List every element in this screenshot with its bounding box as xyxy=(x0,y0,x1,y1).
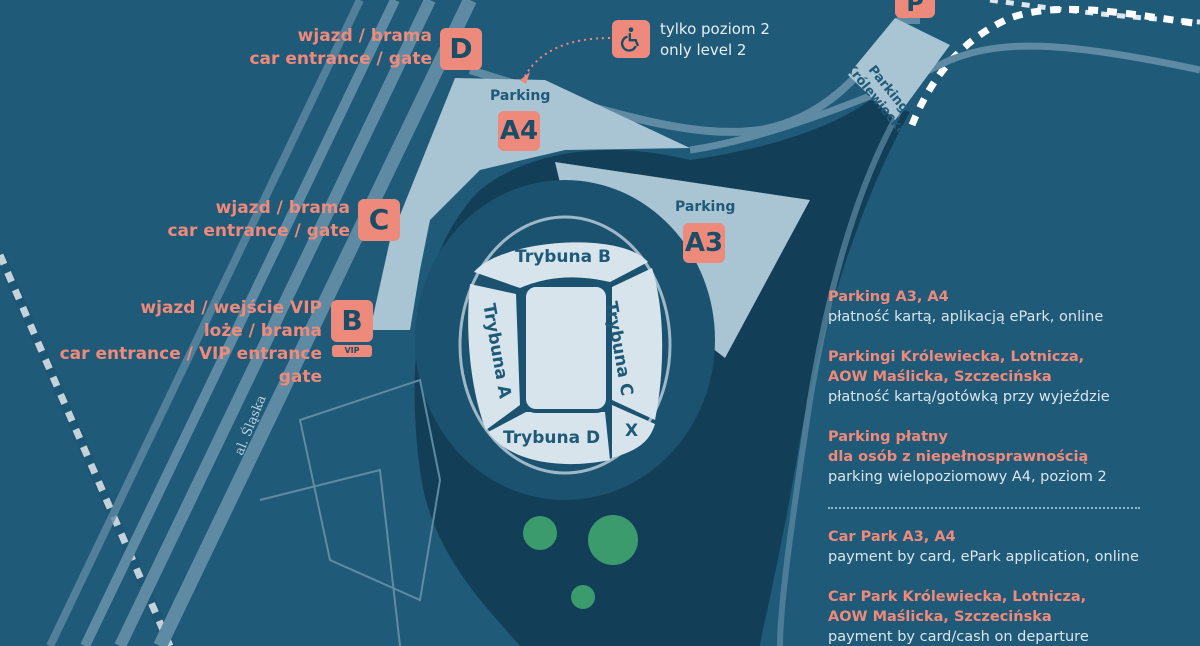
pitch xyxy=(522,283,610,413)
east-road xyxy=(777,108,903,646)
gate-b-vip-tag: VIP xyxy=(332,345,372,357)
gate-c-badge[interactable]: C xyxy=(358,199,400,241)
accessibility-pointer xyxy=(524,37,611,77)
tree-2 xyxy=(588,515,638,565)
gate-c-line-2: car entrance / gate xyxy=(167,221,350,241)
stand-c-shape xyxy=(612,268,663,420)
tree-1 xyxy=(523,516,557,550)
gate-d-line-1: wjazd / brama xyxy=(297,26,432,46)
accessibility-pointer-arrow xyxy=(520,72,530,84)
avenue-3 xyxy=(80,0,400,646)
gate-d-label: wjazd / brama car entrance / gate xyxy=(249,25,432,71)
legend-divider xyxy=(828,507,1140,509)
gate-b-line-1: wjazd / wejście VIP xyxy=(140,298,322,318)
legend-en-2-heading-2: AOW Maślicka, Szczecińska xyxy=(828,609,1052,625)
legend-pl-3-body: parking wielopoziomowy A4, poziom 2 xyxy=(828,469,1107,485)
north-road-2 xyxy=(689,42,1200,154)
gate-d-badge[interactable]: D xyxy=(440,28,482,70)
parking-a4-badge[interactable]: A4 xyxy=(498,111,540,151)
gate-b-badge[interactable]: B xyxy=(331,300,373,342)
legend-pl-3-heading-2: dla osób z niepełnosprawnością xyxy=(828,449,1089,465)
accessibility-note-text: tylko poziom 2 only level 2 xyxy=(660,19,770,61)
legend-pl-1-heading: Parking A3, A4 xyxy=(828,289,949,305)
avenue-1 xyxy=(153,0,477,646)
gate-b-line-4: gate xyxy=(278,367,322,387)
legend-pl-3: Parking płatny dla osób z niepełnosprawn… xyxy=(828,427,1188,487)
stand-x-label[interactable]: X xyxy=(625,421,639,441)
legend-pl-2: Parkingi Królewiecka, Lotnicza, AOW Maśl… xyxy=(828,347,1188,407)
tree-3 xyxy=(571,585,595,609)
stand-b-shape xyxy=(474,242,648,288)
legend-pl-1-body: płatność kartą, aplikacją ePark, online xyxy=(828,309,1104,325)
stand-a-shape xyxy=(468,284,520,430)
wheelchair-icon xyxy=(612,20,650,58)
gate-c-line-1: wjazd / brama xyxy=(215,198,350,218)
stand-d-shape xyxy=(488,412,610,465)
parking-krolewiecka-p-badge[interactable]: P xyxy=(895,0,935,18)
parking-a4-area xyxy=(370,78,690,330)
legend-pl-1: Parking A3, A4 płatność kartą, aplikacją… xyxy=(828,287,1188,327)
wheelchair-glyph xyxy=(621,27,640,52)
stand-d-label[interactable]: Trybuna D xyxy=(503,428,601,448)
parking-a3-badge[interactable]: A3 xyxy=(683,223,725,263)
legend-pl-3-heading-1: Parking płatny xyxy=(828,429,948,445)
stand-x-shape xyxy=(612,405,655,458)
railway-right xyxy=(908,5,1200,127)
legend-en-1-body: payment by card, ePark application, onli… xyxy=(828,549,1139,565)
legend-en-2-heading-1: Car Park Królewiecka, Lotnicza, xyxy=(828,589,1087,605)
gate-d-line-2: car entrance / gate xyxy=(249,49,432,69)
parking-a3-word: Parking xyxy=(675,199,736,215)
gate-b-line-3: car entrance / VIP entrance xyxy=(59,344,322,364)
legend-en-1: Car Park A3, A4 payment by card, ePark a… xyxy=(828,527,1188,567)
stand-b-label[interactable]: Trybuna B xyxy=(515,247,611,267)
avenue-2 xyxy=(114,0,436,646)
avenue-4 xyxy=(46,0,364,646)
legend-pl-2-heading-2: AOW Maślicka, Szczecińska xyxy=(828,369,1052,385)
accessibility-note-en: only level 2 xyxy=(660,41,747,59)
railway-left-shadow xyxy=(0,253,175,646)
parking-a4-word: Parking xyxy=(490,88,551,104)
parking-krolewiecka-area xyxy=(848,18,950,120)
stadium-ring-inner xyxy=(458,215,672,475)
gate-b-line-2: loże / brama xyxy=(203,321,322,341)
plot-outline-2 xyxy=(259,468,401,646)
legend-pl-2-heading-1: Parkingi Królewiecka, Lotnicza, xyxy=(828,349,1085,365)
railway-left xyxy=(0,253,174,646)
legend-pl-2-body: płatność kartą/gotówką przy wyjeździe xyxy=(828,389,1110,405)
plot-outline-1 xyxy=(298,378,442,602)
accessibility-note-pl: tylko poziom 2 xyxy=(660,20,770,38)
legend-en-1-heading: Car Park A3, A4 xyxy=(828,529,956,545)
gate-b-label: wjazd / wejście VIP loże / brama car ent… xyxy=(60,297,322,389)
legend-en-2: Car Park Królewiecka, Lotnicza, AOW Maśl… xyxy=(828,587,1188,646)
gate-c-label: wjazd / brama car entrance / gate xyxy=(167,197,350,243)
legend-en-2-body: payment by card/cash on departure xyxy=(828,629,1089,645)
